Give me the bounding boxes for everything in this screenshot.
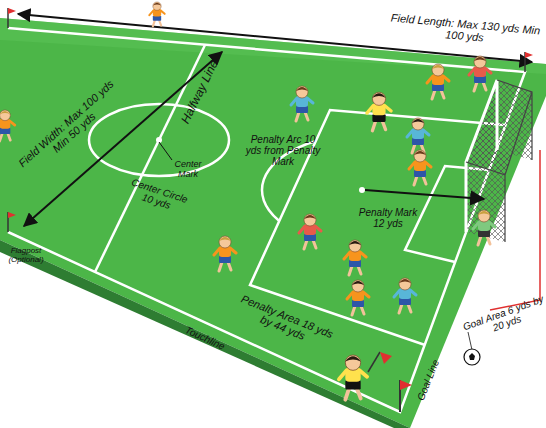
player <box>347 280 369 315</box>
grass <box>0 18 546 428</box>
field-label: Center Circle 10 yds <box>120 174 195 217</box>
center-mark-leader <box>159 142 172 160</box>
field-label: Halfway Line <box>174 49 225 136</box>
goal-net-top <box>466 80 532 175</box>
field-label: Goal Area 6 yds by 20 yds <box>458 292 546 344</box>
field-label: Goal Line <box>410 345 446 414</box>
player <box>291 86 313 121</box>
flag <box>400 380 412 390</box>
center-circle <box>89 104 229 176</box>
player <box>407 118 429 153</box>
flag <box>525 52 533 58</box>
goalkeeper <box>473 210 495 245</box>
field-label: Field Length: Max 130 yds Min 100 yds <box>389 11 541 48</box>
flag <box>8 212 16 218</box>
player <box>427 64 449 99</box>
linesman-flag <box>380 352 392 364</box>
referee <box>367 92 391 131</box>
ball-patch <box>469 353 475 360</box>
field-markings <box>8 28 525 412</box>
field-label: Penalty Area 18 yds by 44 yds <box>229 290 342 354</box>
flagposts <box>8 8 533 412</box>
field-label: Center Mark <box>168 160 208 180</box>
goal-area-dimension <box>490 150 540 310</box>
field-label: Penalty Mark 12 yds <box>352 207 424 229</box>
goal-frame <box>466 80 497 232</box>
player <box>394 278 416 313</box>
player <box>149 2 164 26</box>
goal-posts <box>466 80 497 232</box>
player <box>344 240 366 275</box>
linesman <box>339 355 367 400</box>
players <box>0 2 495 400</box>
flag <box>8 8 16 14</box>
field-label: Penalty Arc 10 yds from Penalty Mark <box>242 134 324 167</box>
field-label: Touchline <box>166 316 243 360</box>
leader-line <box>468 332 472 350</box>
goal-back-frame <box>466 80 532 242</box>
player <box>299 214 321 249</box>
penalty-mark <box>359 187 365 193</box>
player <box>214 236 236 271</box>
field-edge <box>0 240 410 428</box>
player <box>469 56 491 91</box>
field-label: Flagpost (Optional) <box>0 247 55 265</box>
boundary-line <box>8 28 525 412</box>
penalty-distance-arrow <box>365 190 484 199</box>
ball <box>464 349 480 365</box>
goal-net <box>466 80 532 242</box>
player <box>409 150 431 185</box>
field-label: Field Width: Max 100 yds Min 50 yds <box>14 76 125 180</box>
goal-back <box>466 80 532 242</box>
linesman-flag-stick <box>368 352 380 372</box>
player <box>0 110 15 141</box>
